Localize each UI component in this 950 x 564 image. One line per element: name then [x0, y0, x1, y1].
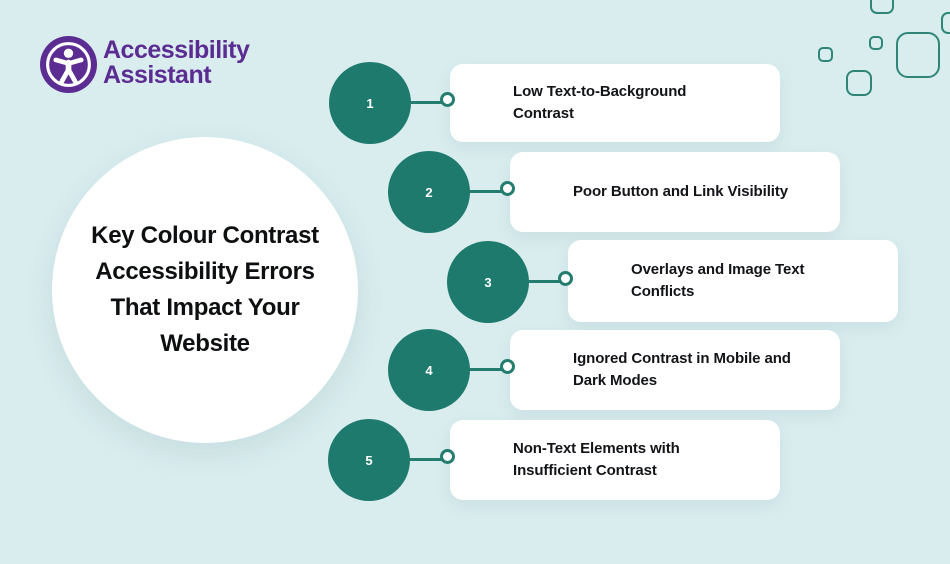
item-label-line: Conflicts [631, 283, 695, 300]
item-number-badge: 2 [388, 151, 470, 233]
title-circle: Key Colour Contrast Accessibility Errors… [52, 137, 358, 443]
item-label-line: Non-Text Elements with [513, 440, 680, 457]
connector-line [464, 190, 512, 193]
item-label: Overlays and Image Text Conflicts [631, 259, 882, 303]
connector-ring [500, 181, 515, 196]
decor-square [818, 47, 833, 62]
item-card: Non-Text Elements with Insufficient Cont… [450, 420, 780, 500]
connector-ring [440, 449, 455, 464]
item-label-line: Insufficient Contrast [513, 462, 657, 479]
item-label-line: Contrast [513, 105, 574, 122]
item-label: Non-Text Elements with Insufficient Cont… [513, 438, 764, 482]
connector-line [405, 101, 453, 104]
item-label: Poor Button and Link Visibility [573, 181, 824, 203]
brand-name: Accessibility Assistant [103, 36, 250, 89]
item-number: 1 [366, 95, 374, 111]
connector-ring [500, 359, 515, 374]
item-card: Poor Button and Link Visibility [510, 152, 840, 232]
brand-logo: Accessibility Assistant [40, 36, 250, 93]
item-number-badge: 4 [388, 329, 470, 411]
item-label: Ignored Contrast in Mobile and Dark Mode… [573, 348, 824, 392]
connector-ring [440, 92, 455, 107]
connector-line [404, 458, 452, 461]
connector-line [523, 280, 571, 283]
brand-name-line1: Accessibility [103, 36, 250, 64]
decor-square [869, 36, 883, 50]
brand-name-line2: Assistant [103, 61, 212, 89]
item-number-badge: 3 [447, 241, 529, 323]
item-label: Low Text-to-Background Contrast [513, 81, 764, 125]
item-label-line: Ignored Contrast in Mobile and [573, 350, 791, 367]
item-number: 4 [425, 362, 433, 378]
page-title: Key Colour Contrast Accessibility Errors… [91, 222, 319, 357]
item-number: 3 [484, 274, 492, 290]
connector-ring [558, 271, 573, 286]
item-number-badge: 1 [329, 62, 411, 144]
item-label-line: Overlays and Image Text [631, 261, 805, 278]
item-card: Low Text-to-Background Contrast [450, 64, 780, 142]
item-label-line: Low Text-to-Background [513, 83, 687, 100]
accessibility-person-icon [40, 36, 97, 93]
decor-square [846, 70, 872, 96]
item-number: 2 [425, 184, 433, 200]
connector-line [464, 368, 512, 371]
item-card: Overlays and Image Text Conflicts [568, 240, 898, 322]
item-label-line: Dark Modes [573, 372, 658, 389]
decor-square [896, 32, 940, 78]
item-card: Ignored Contrast in Mobile and Dark Mode… [510, 330, 840, 410]
item-number-badge: 5 [328, 419, 410, 501]
item-number: 5 [365, 452, 373, 468]
decor-square [870, 0, 894, 14]
item-label-line: Poor Button and Link Visibility [573, 183, 788, 200]
decor-square [941, 12, 950, 34]
